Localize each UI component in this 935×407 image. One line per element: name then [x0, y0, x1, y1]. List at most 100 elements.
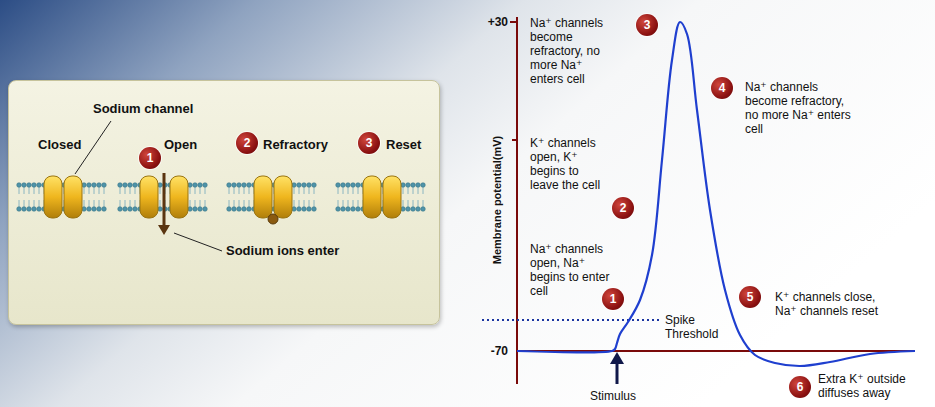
lipid-head: [336, 207, 341, 212]
channel-half: [170, 176, 188, 218]
lipid-head: [22, 183, 27, 188]
lipid-head: [302, 207, 307, 212]
lipid-tail: [304, 200, 305, 207]
lipid-tail: [294, 187, 295, 194]
callout-number: 3: [358, 132, 380, 154]
annotation-text: Na⁺ channels become refractory, no more …: [530, 16, 610, 86]
lipid-head: [198, 207, 203, 212]
axis-title: Membrane potential(mV): [490, 110, 504, 290]
lipid-tail: [358, 200, 359, 207]
lipid-head: [203, 183, 208, 188]
channel-half: [383, 176, 401, 218]
lipid-head: [128, 183, 133, 188]
channel-half: [363, 176, 381, 218]
lipid-tail: [418, 187, 419, 194]
lipid-head: [346, 183, 351, 188]
lipid-tail: [19, 187, 20, 194]
lipid-tail: [304, 187, 305, 194]
lipid-head: [302, 183, 307, 188]
lipid-head: [128, 207, 133, 212]
lipid-head: [97, 183, 102, 188]
lipid-tail: [249, 187, 250, 194]
lipid-tail: [195, 187, 196, 194]
lipid-head: [193, 207, 198, 212]
lipid-head: [102, 207, 107, 212]
inactivation-gate: [268, 214, 278, 224]
callout-number: 1: [139, 147, 161, 169]
lipid-tail: [120, 200, 121, 207]
lipid-head: [133, 207, 138, 212]
lipid-tail: [94, 187, 95, 194]
lipid-tail: [104, 187, 105, 194]
lipid-tail: [229, 187, 230, 194]
lipid-tail: [239, 187, 240, 194]
channel-illustration: [9, 81, 439, 324]
lipid-tail: [24, 200, 25, 207]
lipid-head: [227, 207, 232, 212]
annotation-text: Spike Threshold: [665, 313, 727, 341]
lipid-head: [411, 183, 416, 188]
lipid-head: [307, 183, 312, 188]
lipid-head: [118, 183, 123, 188]
state-label: Closed: [38, 137, 81, 153]
callout-number: 3: [636, 14, 658, 36]
lipid-tail: [408, 187, 409, 194]
lipid-head: [356, 207, 361, 212]
annotation-text: Na⁺ channels open, Na⁺ begins to enter c…: [530, 242, 610, 298]
lipid-tail: [104, 200, 105, 207]
lipid-head: [32, 183, 37, 188]
lipid-tail: [130, 200, 131, 207]
lipid-head: [312, 207, 317, 212]
lipid-tail: [89, 187, 90, 194]
lipid-head: [416, 207, 421, 212]
lipid-tail: [418, 200, 419, 207]
lipid-head: [411, 207, 416, 212]
lipid-tail: [353, 187, 354, 194]
sodium-channel: [17, 176, 107, 218]
ion-arrow: [163, 173, 166, 227]
lipid-tail: [205, 187, 206, 194]
lipid-head: [17, 183, 22, 188]
lipid-head: [27, 183, 32, 188]
lipid-tail: [89, 200, 90, 207]
lipid-tail: [229, 200, 230, 207]
lipid-tail: [348, 187, 349, 194]
channel-half: [64, 176, 82, 218]
lipid-tail: [403, 200, 404, 207]
lipid-head: [341, 183, 346, 188]
lipid-head: [32, 207, 37, 212]
lipid-head: [346, 207, 351, 212]
stimulus-arrow: [616, 362, 619, 384]
lipid-head: [102, 183, 107, 188]
lipid-head: [22, 207, 27, 212]
lipid-head: [227, 183, 232, 188]
lipid-tail: [200, 187, 201, 194]
lipid-head: [17, 207, 22, 212]
channel-half: [274, 176, 292, 218]
annotation-text: Na⁺ channels become refractory, no more …: [745, 80, 860, 136]
lipid-tail: [338, 200, 339, 207]
lipid-tail: [309, 200, 310, 207]
callout-number: 2: [236, 132, 258, 154]
lipid-head: [297, 183, 302, 188]
lipid-head: [118, 207, 123, 212]
callout-number: 2: [612, 197, 634, 219]
lipid-tail: [29, 187, 30, 194]
lipid-tail: [135, 187, 136, 194]
lipid-head: [133, 183, 138, 188]
lipid-tail: [200, 200, 201, 207]
lipid-tail: [120, 187, 121, 194]
lipid-tail: [190, 187, 191, 194]
lipid-tail: [358, 187, 359, 194]
lipid-tail: [234, 187, 235, 194]
axis-value: -70: [476, 344, 508, 358]
state-label: Reset: [386, 137, 421, 153]
lipid-head: [247, 207, 252, 212]
callout-number: 4: [711, 77, 733, 99]
lipid-tail: [34, 200, 35, 207]
lipid-head: [307, 207, 312, 212]
lipid-head: [37, 183, 42, 188]
lipid-tail: [338, 187, 339, 194]
lipid-tail: [19, 200, 20, 207]
